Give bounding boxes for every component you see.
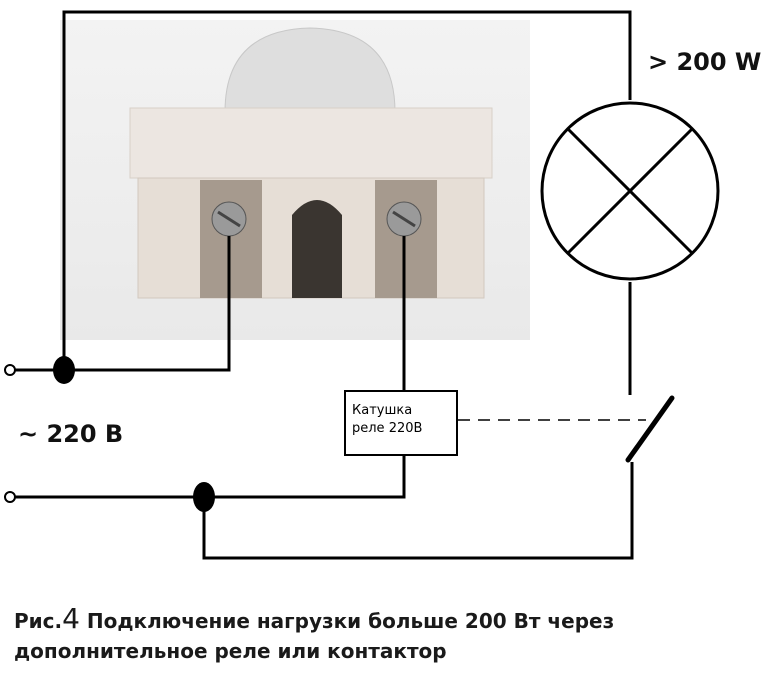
terminal-right <box>375 180 437 298</box>
mains-voltage-label: ~ 220 В <box>18 420 124 448</box>
sensor-body-top <box>129 107 493 179</box>
relay-switch-contact <box>625 395 675 463</box>
terminal-left <box>200 180 262 298</box>
wire-switch-return <box>202 462 634 560</box>
sensor-slot <box>292 200 342 298</box>
caption-text-line2: дополнительное реле или контактор <box>14 639 447 663</box>
figure-caption: Рис.4 Подключение нагрузки больше 200 Вт… <box>14 604 754 666</box>
lamp-icon <box>540 101 720 281</box>
screw-right-slot <box>392 210 416 228</box>
caption-line1: Рис.4 Подключение нагрузки больше 200 Вт… <box>14 604 754 636</box>
motion-sensor <box>129 27 493 299</box>
caption-text-line1: Подключение нагрузки больше 200 Вт через <box>79 609 615 633</box>
wire-coil-bottom <box>204 456 406 499</box>
relay-coil-label-line2: реле 220В <box>352 421 423 436</box>
input-terminal-bottom <box>4 491 16 503</box>
caption-figure-number: 4 <box>62 602 80 635</box>
load-power-label: > 200 W <box>648 48 762 76</box>
relay-coil-label-line1: Катушка <box>352 403 413 418</box>
wire-to-left-terminal <box>64 236 231 372</box>
relay-coil-box: Катушка реле 220В <box>344 390 458 456</box>
caption-prefix: Рис. <box>14 609 63 633</box>
screw-left-slot <box>217 210 241 228</box>
junction-dot-bottom <box>193 482 215 512</box>
junction-dot-top <box>53 356 75 384</box>
sensor-dome <box>224 27 396 113</box>
wires <box>14 10 634 560</box>
wire-top-loop <box>62 10 632 370</box>
input-terminal-top <box>4 364 16 376</box>
